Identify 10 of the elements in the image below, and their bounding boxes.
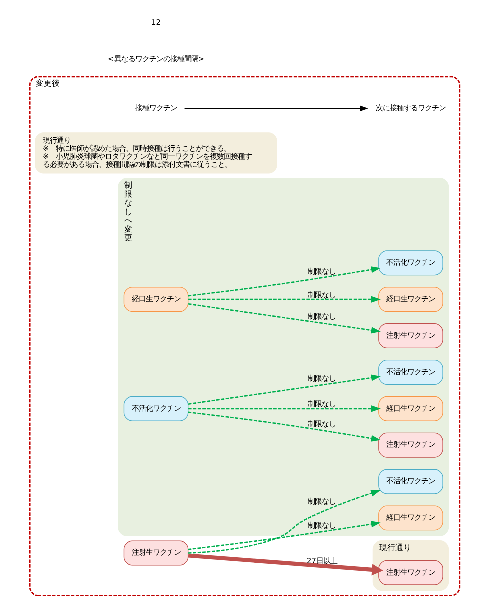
arrow bbox=[188, 521, 381, 550]
arrow bbox=[188, 554, 384, 576]
arrow bbox=[188, 303, 381, 334]
arrow bbox=[188, 266, 381, 297]
arrow bbox=[188, 296, 381, 303]
arrow bbox=[188, 412, 381, 442]
arrow bbox=[188, 406, 381, 412]
arrow bbox=[184, 106, 368, 112]
arrow bbox=[188, 490, 381, 554]
arrow bbox=[188, 374, 381, 406]
